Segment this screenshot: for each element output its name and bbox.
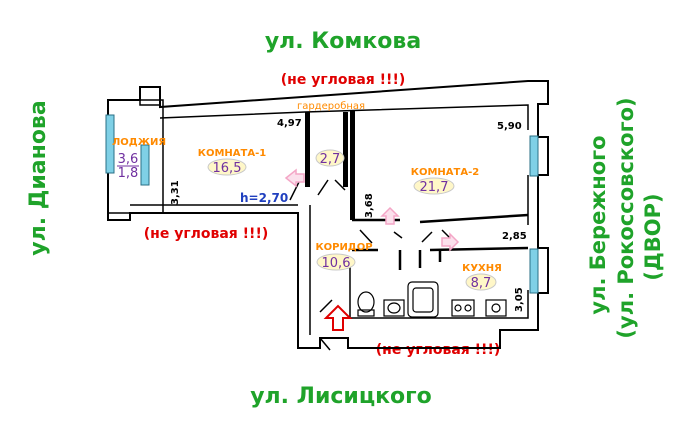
room2-width-dim: 5,90 [497, 121, 522, 132]
window-kitchen [529, 248, 539, 294]
kitchen-area: 8,7 [471, 276, 492, 291]
doors [289, 179, 453, 351]
window-loggia-inner [140, 144, 150, 186]
street-left-label: ул. Дианова [26, 100, 51, 255]
loggia-label: ЛОДЖИЯ [112, 137, 166, 148]
ceiling-height-label: h=2,70 [240, 191, 288, 205]
door-arrow-icon [284, 168, 460, 252]
room1-area: 16,5 [213, 161, 242, 176]
warning-top: (не угловая !!!) [281, 72, 405, 88]
corridor-area-oval [316, 253, 356, 271]
wardrobe-label: гардеробная [297, 101, 365, 112]
room1-label: КОМНАТА-1 [198, 148, 266, 159]
wardrobe-area: 2,7 [320, 152, 341, 167]
window-loggia [105, 114, 115, 174]
loggia-area-bottom: 1,8 [118, 166, 139, 181]
loggia-outline [107, 86, 164, 214]
room2-label: КОМНАТА-2 [411, 167, 479, 178]
kitchen-width-dim: 2,85 [502, 231, 527, 242]
kitchen-label: КУХНЯ [462, 263, 502, 274]
wardrobe-walls [305, 110, 355, 220]
room1-area-oval [207, 158, 247, 176]
room2-depth-dim: 3,68 [364, 193, 375, 218]
walls [107, 80, 549, 349]
entrance-arrow-icon [323, 304, 353, 331]
stove-icon [451, 299, 507, 317]
kitchen-depth-dim: 3,05 [514, 287, 525, 312]
street-bottom-label: ул. Лисицкого [250, 384, 432, 409]
door-arrow-kitchen [441, 232, 460, 252]
window-room2 [529, 135, 539, 177]
room1-width-dim: 4,97 [277, 118, 302, 129]
partition-walls [352, 213, 529, 270]
street-right-label-3: (ДВОР) [641, 193, 665, 280]
room2-area: 21,7 [420, 180, 449, 195]
warning-middle: (не угловая !!!) [144, 226, 268, 242]
corridor-area: 10,6 [322, 256, 351, 271]
bathtub-icon [407, 281, 439, 318]
warning-bottom: (не угловая !!!) [376, 342, 500, 358]
door-arrow-room1 [284, 168, 305, 188]
toilet-icon [357, 291, 375, 317]
windows [105, 114, 539, 294]
sink-icon [383, 299, 405, 317]
wardrobe-area-oval [315, 149, 345, 167]
room1-depth-dim: 3,31 [170, 180, 181, 205]
kitchen-area-oval [465, 273, 497, 291]
door-arrow-room2 [380, 206, 400, 225]
corridor-label: КОРИДОР [315, 242, 372, 253]
street-right-label-2: (ул. Рокоссовского) [614, 97, 638, 338]
loggia-area-top: 3,6 [118, 152, 139, 167]
room2-area-oval [413, 177, 455, 195]
street-top-label: ул. Комкова [265, 29, 421, 54]
street-right-label-1: ул. Бережного [586, 135, 610, 314]
